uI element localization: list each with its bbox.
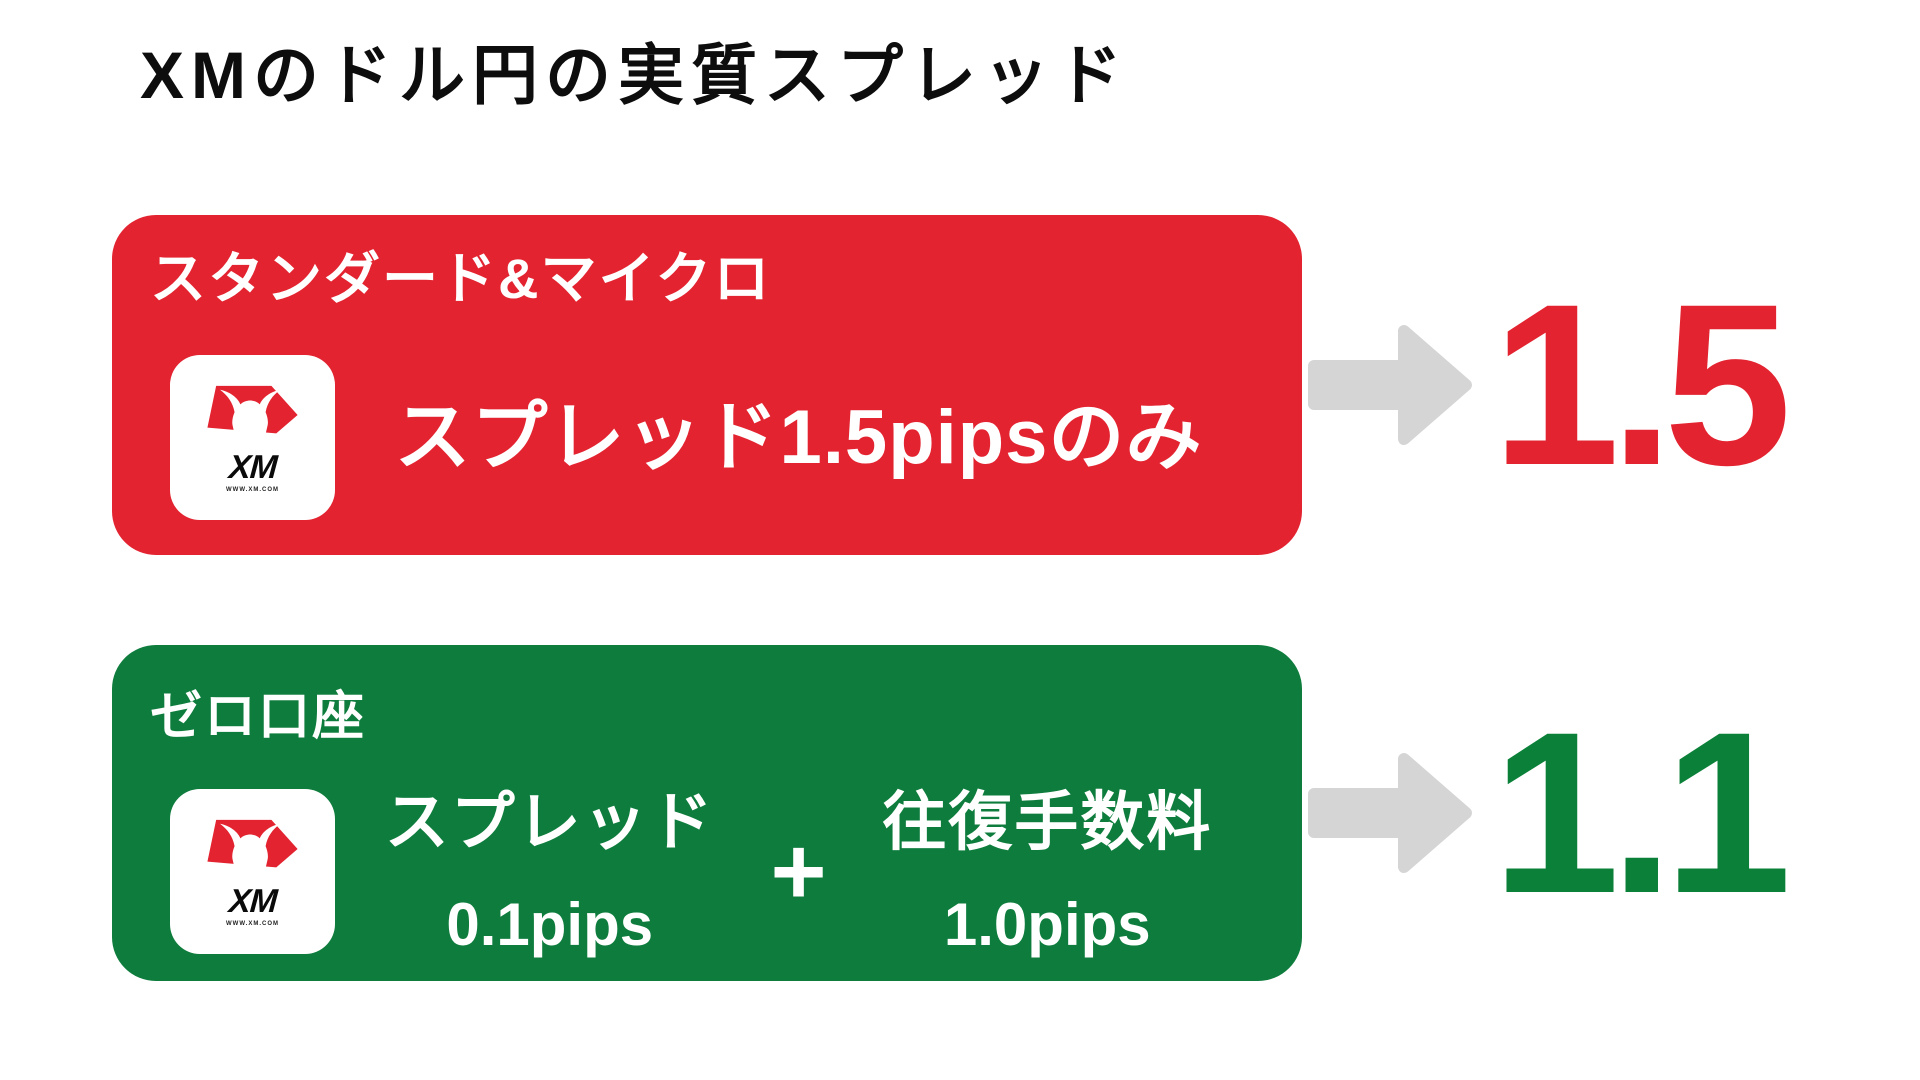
result-value-standard: 1.5 <box>1492 256 1792 513</box>
xm-logo: XM WWW.XM.COM <box>170 355 335 520</box>
spread-description: スプレッド1.5pipsのみ <box>394 394 1203 480</box>
fee-term-label: 往復手数料 <box>882 786 1213 858</box>
xm-brand-text: XM <box>227 882 278 920</box>
xm-url-text: WWW.XM.COM <box>226 487 279 493</box>
xm-logo: XM WWW.XM.COM <box>170 789 335 955</box>
fee-term: 往復手数料 1.0pips <box>833 769 1262 975</box>
spread-term-value: 0.1pips <box>446 891 654 959</box>
xm-url-text: WWW.XM.COM <box>226 921 279 928</box>
xm-bull-flag-icon <box>206 385 298 447</box>
zero-account-card: ゼロ口座 XM WWW.XM.COM スプレッド 0.1pips + 往復手 <box>112 645 1302 981</box>
spread-term: スプレッド 0.1pips <box>335 769 764 975</box>
account-type-label: スタンダード&マイクロ <box>150 247 772 310</box>
plus-operator: + <box>770 817 827 925</box>
xm-bull-flag-icon <box>206 820 298 881</box>
fee-term-value: 1.0pips <box>943 891 1151 959</box>
right-arrow-icon <box>1308 317 1476 453</box>
right-arrow-icon <box>1308 745 1476 881</box>
xm-brand-text: XM <box>227 448 278 485</box>
result-value-zero: 1.1 <box>1492 684 1792 941</box>
card-content: XM WWW.XM.COM スプレッド1.5pipsのみ <box>150 355 1262 520</box>
page-title: XMのドル円の実質スプレッド <box>140 38 1129 112</box>
standard-micro-card: スタンダード&マイクロ XM WWW.XM.COM スプレッド1.5pipsのみ <box>112 215 1302 555</box>
card-content: XM WWW.XM.COM スプレッド 0.1pips + 往復手数料 1.0p… <box>150 769 1262 975</box>
spread-term-label: スプレッド <box>384 786 715 858</box>
standard-micro-row: スタンダード&マイクロ XM WWW.XM.COM スプレッド1.5pipsのみ… <box>112 215 1792 555</box>
zero-account-row: ゼロ口座 XM WWW.XM.COM スプレッド 0.1pips + 往復手 <box>112 645 1792 981</box>
account-type-label: ゼロ口座 <box>150 688 367 746</box>
